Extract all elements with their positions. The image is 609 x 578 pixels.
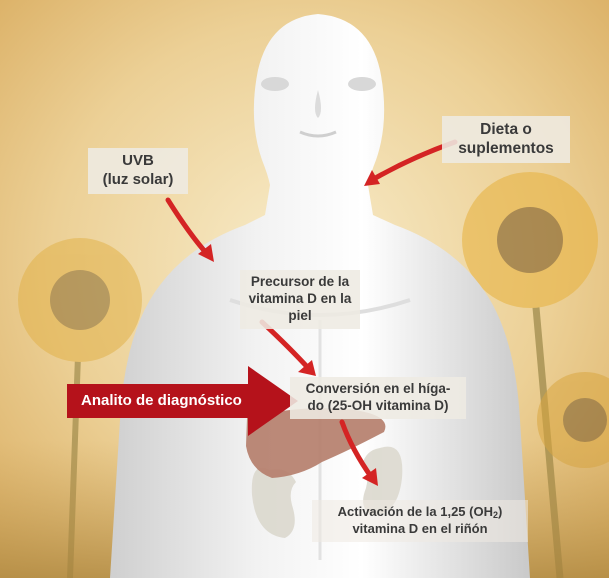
diagnostic-analyte-label: Analito de diagnóstico: [67, 384, 257, 418]
label-liver-conversion: Conversión en el híga- do (25-OH vitamin…: [290, 377, 466, 419]
label-skin-precursor: Precursor de la vitamina D en la piel: [240, 270, 360, 329]
label-kidney-activation: Activación de la 1,25 (OH2) vitamina D e…: [312, 500, 528, 542]
label-uvb: UVB (luz solar): [88, 148, 188, 194]
activation-line-1: Activación de la 1,25 (OH2): [320, 504, 520, 521]
label-diet-supplements: Dieta o suplementos: [442, 116, 570, 163]
